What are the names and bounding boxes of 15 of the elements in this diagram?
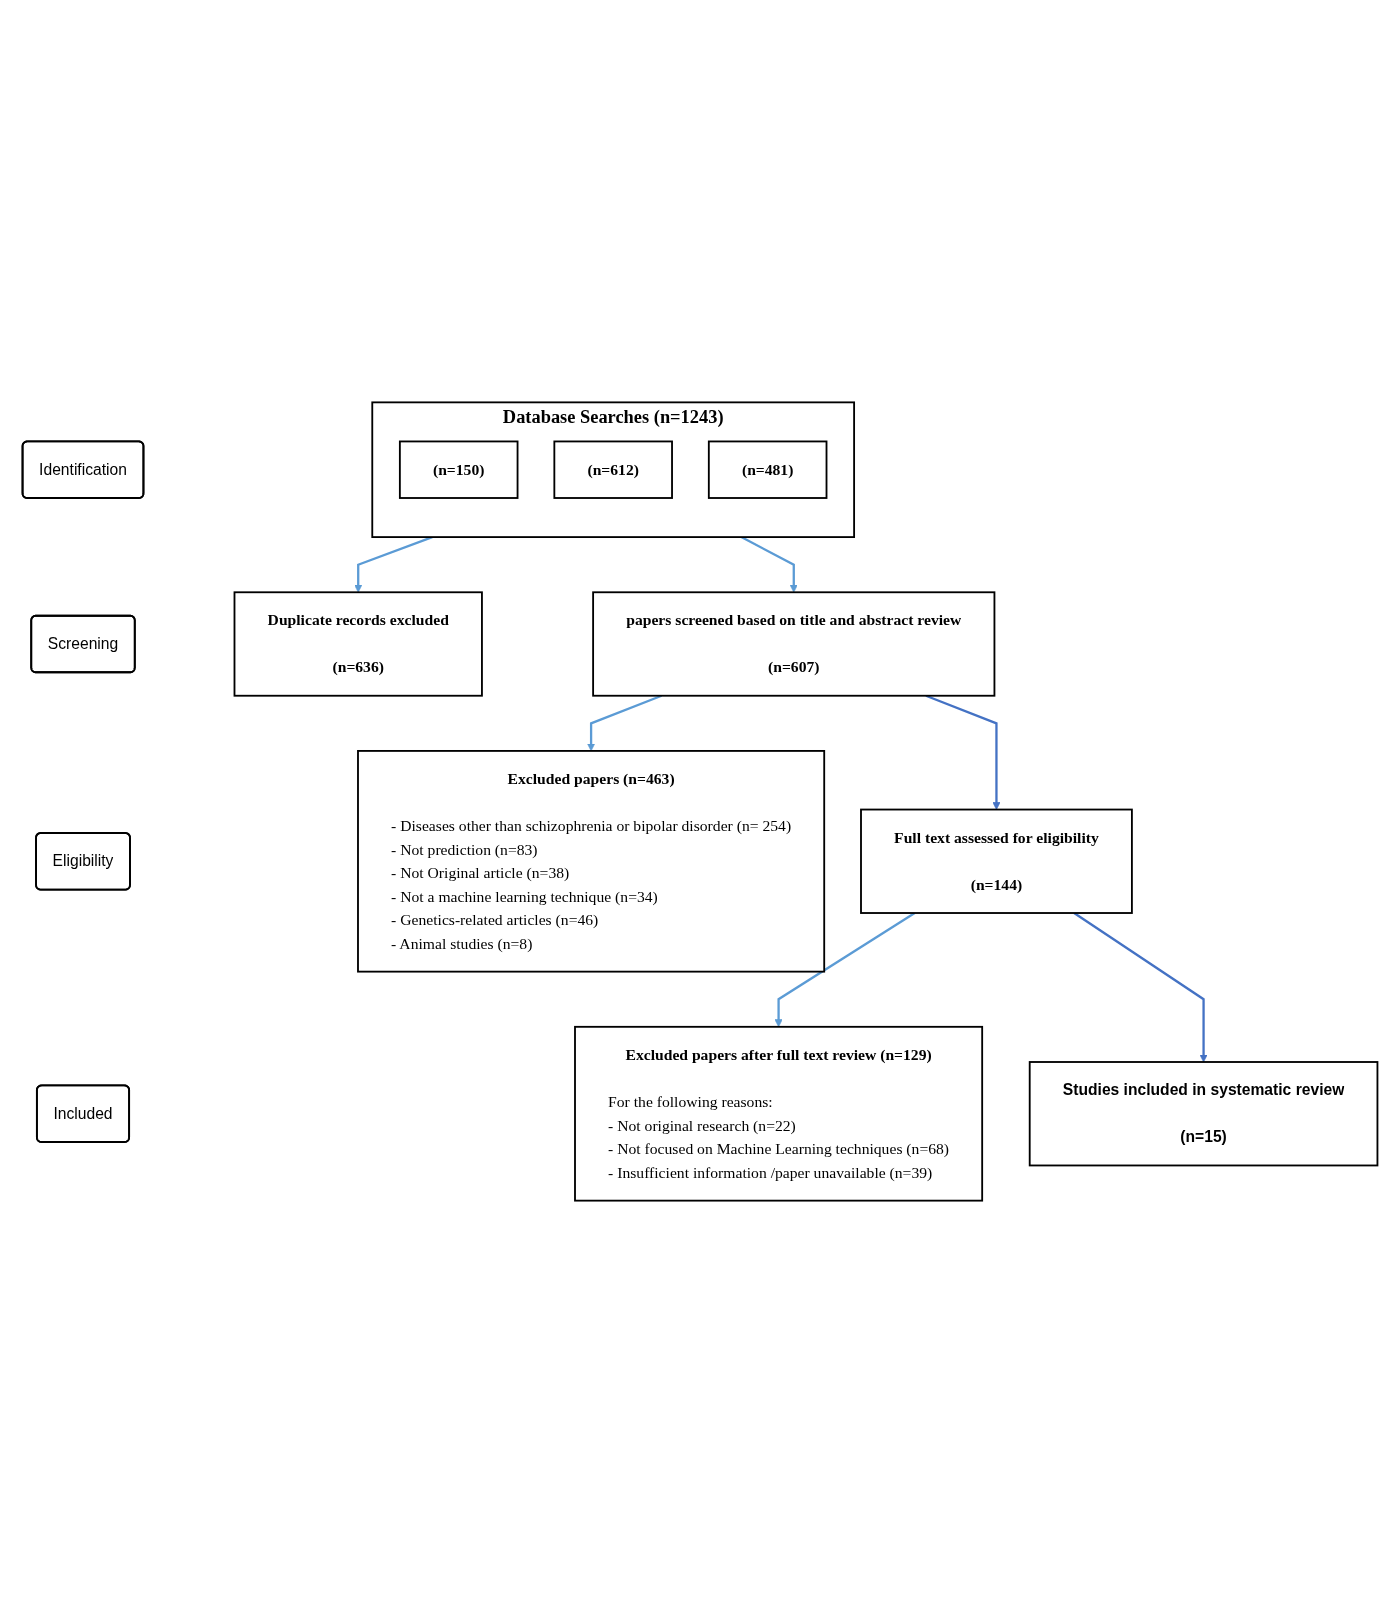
arrow — [587, 694, 662, 751]
node-box: Excluded papers after full text review (n=129) For the following reasons: - Not original research (n=22) - Not focused on Machine Learning techniques (n=68) - Insufficient information /paper unavailable (n=39) — [574, 1025, 984, 1202]
node-box: Full text assessed for eligibility (n=144) — [860, 808, 1133, 914]
node-box: (n=150) — [398, 440, 519, 499]
node-box: papers screened based on title and abstract review (n=607) — [592, 590, 996, 697]
node-box: (n=612) — [553, 440, 673, 499]
arrow — [774, 911, 916, 1027]
node-box: Duplicate records excluded (n=636) — [233, 590, 483, 697]
node-box: Excluded papers (n=463) - Diseases other than schizophrenia or bipolar disorder (n= 254) - Not prediction (n=83) - Not Original article (n=38) - Not a machine learning technique (n=34) - Genetics-related articles (n=46) - Animal studies (n=8) — [357, 749, 826, 973]
arrow — [925, 694, 1001, 810]
arrow — [740, 535, 798, 593]
arrow — [1073, 911, 1208, 1062]
arrow — [354, 535, 433, 593]
node-box: Studies included in systematic review (n=15) — [1028, 1060, 1379, 1166]
node-box: (n=481) — [707, 440, 828, 499]
